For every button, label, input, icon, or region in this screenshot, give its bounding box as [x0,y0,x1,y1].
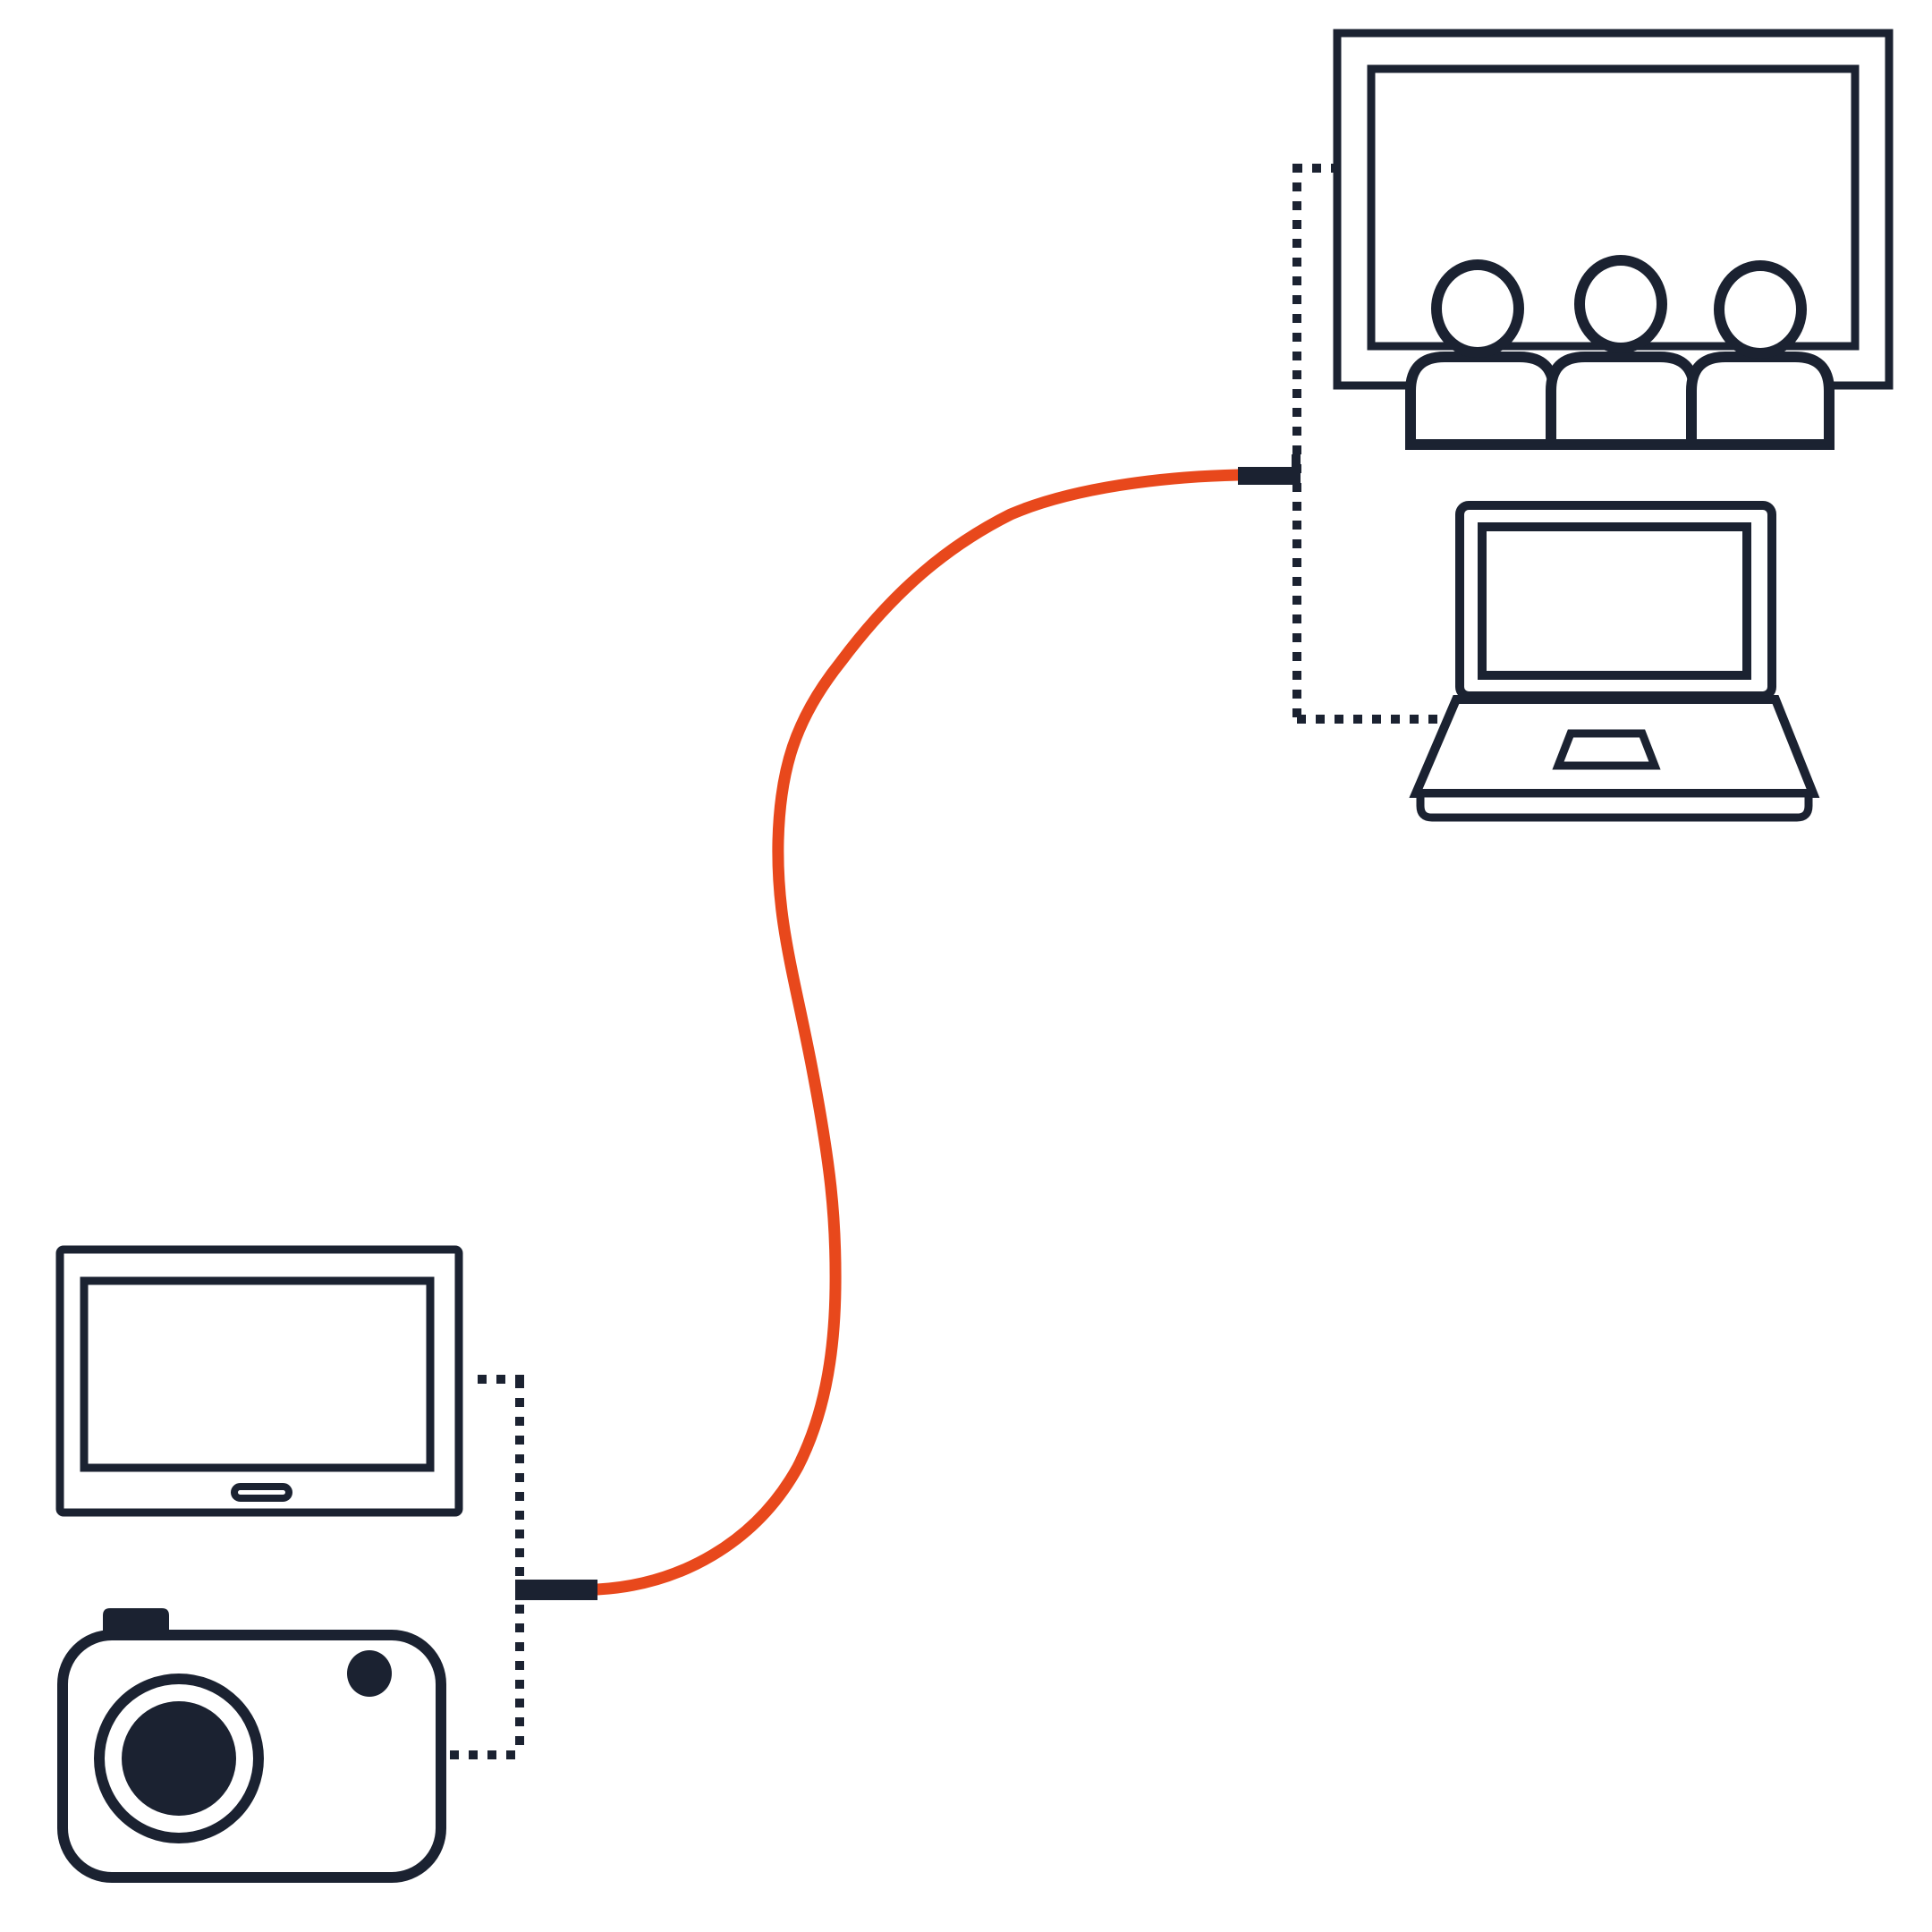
camera-lens [122,1701,236,1816]
cable-plug-right [1238,454,1301,485]
laptop-screen [1478,522,1751,680]
tablet-home-button [231,1483,292,1502]
tablet-icon [55,1245,463,1517]
camera-viewfinder-bump [103,1608,169,1631]
cable-plug-right-tab [1292,454,1301,469]
person-icon [1686,260,1835,450]
camera-icon [57,1608,446,1883]
person-icon [1546,255,1699,450]
person-head [1714,260,1807,359]
cable-plug-left [515,1580,597,1600]
audience-group [1405,255,1835,450]
person-body [1686,352,1835,450]
person-head [1574,255,1667,353]
laptop-icon [1409,501,1820,822]
person-body [1546,352,1699,450]
person-head [1431,259,1524,358]
conference-display-icon [1333,29,1894,450]
connection-cable [591,469,1244,1596]
person-body [1405,352,1559,450]
laptop-touchpad-notch [1552,729,1661,770]
cable-plug-right-body [1238,467,1301,485]
tablet-screen [80,1276,435,1472]
laptop-base [1416,789,1813,822]
left-dotted-connector [450,1375,524,1759]
right-dotted-connector [1292,164,1440,726]
camera-flash-dot [347,1650,392,1697]
